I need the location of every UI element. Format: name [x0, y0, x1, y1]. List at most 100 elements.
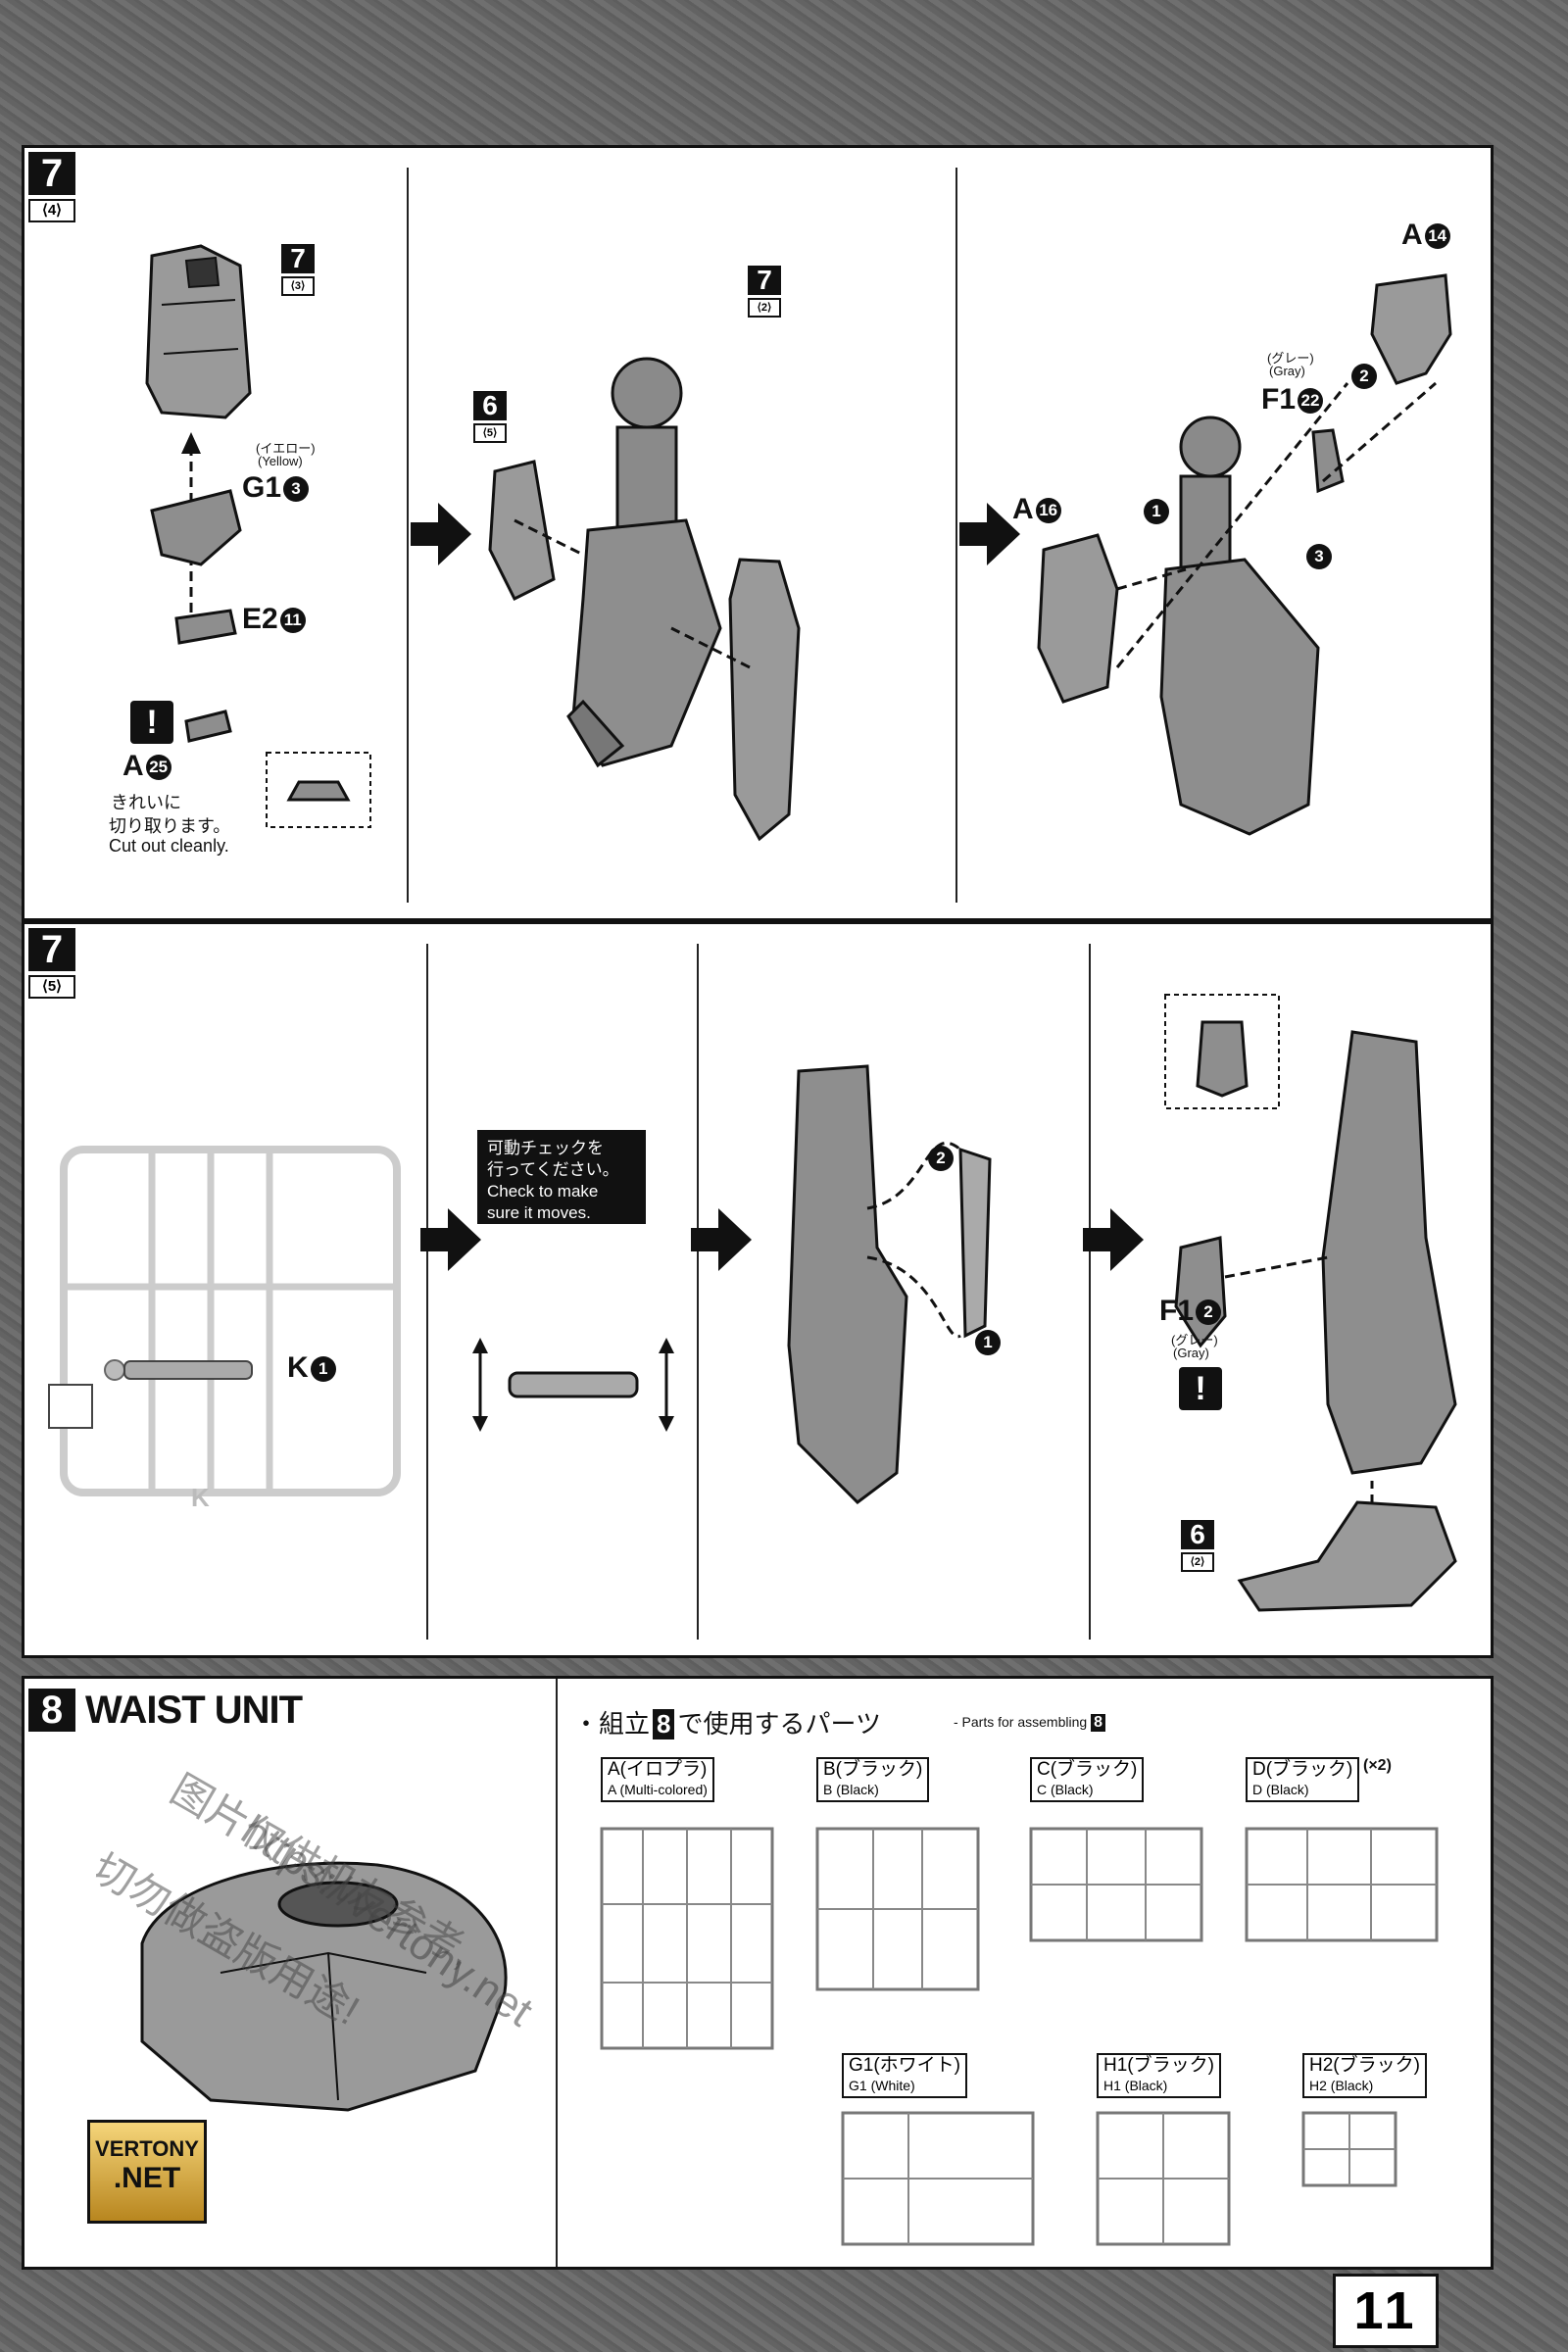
cut-note-en: Cut out cleanly.	[109, 836, 229, 856]
parts-heading-en: - Parts for assembling 8	[954, 1714, 1105, 1732]
leg-assembly-illustration	[488, 357, 801, 842]
check-note-jp-2: 行ってください。	[487, 1160, 619, 1179]
part-a25-illustration	[184, 710, 232, 743]
runner-d-illustration	[1245, 1827, 1439, 1942]
step-number: 7	[28, 928, 75, 971]
runner-g1-illustration	[841, 2111, 1035, 2246]
sequence-1: 1	[975, 1330, 1001, 1355]
part-number: 16	[1035, 498, 1061, 524]
ref-substep-badge: ⟨2⟩	[748, 298, 781, 318]
runner-label-g1: G1(ホワイト)G1 (White)	[842, 2053, 968, 2098]
ref-step-badge: 7	[748, 266, 781, 295]
runner-c-illustration	[1029, 1827, 1203, 1942]
color-label-en: (Gray)	[1269, 364, 1305, 378]
runner-label-h1: H1(ブラック)H1 (Black)	[1097, 2053, 1221, 2098]
step-substep: ⟨5⟩	[28, 975, 75, 999]
ref-substep-badge: ⟨5⟩	[473, 423, 507, 443]
step-flow-arrow	[411, 503, 471, 565]
part-number: 22	[1298, 388, 1324, 415]
column-divider	[556, 1679, 558, 2267]
runner-label-c: C(ブラック)C (Black)	[1030, 1757, 1145, 1802]
waist-unit-illustration	[140, 1861, 508, 2112]
leg-armor-assembly-illustration	[1037, 273, 1452, 836]
part-number: 14	[1424, 223, 1450, 250]
movement-check-note: 可動チェックを 行ってください。 Check to make sure it m…	[477, 1130, 646, 1224]
part-e2-illustration	[174, 609, 237, 645]
warning-icon: !	[130, 701, 173, 744]
runner-label-b: B(ブラック)B (Black)	[816, 1757, 930, 1802]
ref-step-badge: 7	[281, 244, 315, 273]
sequence-2: 2	[1351, 364, 1377, 389]
cut-note-jp-1: きれいに	[111, 793, 181, 812]
runner-label-a: A(イロプラ)A (Multi-colored)	[601, 1757, 714, 1802]
check-note-en-1: Check to make	[487, 1182, 599, 1200]
step-substep: ⟨4⟩	[28, 199, 75, 222]
color-label-en: (Gray)	[1173, 1346, 1209, 1360]
step-number: 8	[28, 1689, 75, 1732]
part-number: 2	[1196, 1299, 1222, 1326]
part-number: 3	[283, 476, 310, 503]
color-label-en: (Yellow)	[258, 454, 303, 468]
runner-letter: K	[191, 1483, 210, 1512]
color-label-jp: (グレー)	[1267, 351, 1314, 366]
runner-label-h2: H2(ブラック)H2 (Black)	[1302, 2053, 1427, 2098]
sequence-2: 2	[928, 1146, 954, 1171]
hip-joint-assembly-illustration	[787, 1064, 992, 1504]
column-divider	[407, 168, 409, 903]
warning-icon: !	[1179, 1367, 1222, 1410]
runner-b-illustration	[815, 1827, 980, 1991]
step-number: 7	[28, 152, 75, 195]
detail-inset-box	[1164, 994, 1280, 1109]
column-divider	[697, 944, 699, 1640]
cut-note-jp-2: 切り取ります。	[109, 816, 231, 836]
check-note-en-2: sure it moves.	[487, 1203, 591, 1222]
column-divider	[426, 944, 428, 1640]
cut-detail-box	[266, 752, 371, 828]
part-number: 11	[279, 608, 306, 634]
watermark-logo-line-1: VERTONY	[95, 2136, 199, 2161]
runner-a-illustration	[600, 1827, 774, 2050]
step-flow-arrow	[691, 1208, 752, 1271]
runner-k-illustration	[48, 1146, 401, 1496]
step-flow-arrow	[1083, 1208, 1144, 1271]
part-number: 25	[145, 755, 172, 781]
ref-substep-badge: ⟨3⟩	[281, 276, 315, 296]
joint-movement-illustration	[472, 1338, 674, 1432]
ref-substep-badge: ⟨2⟩	[1181, 1552, 1214, 1572]
check-note-jp-1: 可動チェックを	[487, 1139, 604, 1157]
ref-step-badge: 6	[1181, 1520, 1214, 1549]
armor-part-illustration	[145, 244, 252, 419]
part-number: 1	[310, 1356, 336, 1383]
watermark-logo: VERTONY .NET	[87, 2120, 207, 2224]
runner-h2-illustration	[1301, 2111, 1397, 2187]
runner-label-d: D(ブラック)D (Black)	[1246, 1757, 1360, 1802]
column-divider	[1089, 944, 1091, 1640]
runner-h1-illustration	[1096, 2111, 1231, 2246]
step-title: WAIST UNIT	[85, 1689, 303, 1732]
runner-quantity: (×2)	[1363, 1757, 1392, 1774]
sequence-1: 1	[1144, 499, 1169, 524]
column-divider	[956, 168, 957, 903]
part-g1-illustration	[150, 489, 242, 566]
leg-final-assembly-illustration	[1174, 1030, 1457, 1612]
page-number: 11	[1333, 2274, 1439, 2348]
sequence-3: 3	[1306, 544, 1332, 569]
step-flow-arrow	[420, 1208, 481, 1271]
watermark-logo-line-2: .NET	[113, 2162, 181, 2194]
step-flow-arrow	[959, 503, 1020, 565]
ref-step-badge: 6	[473, 391, 507, 420]
color-label-jp: (イエロー)	[256, 441, 316, 456]
color-label-jp: (グレー)	[1171, 1333, 1218, 1348]
